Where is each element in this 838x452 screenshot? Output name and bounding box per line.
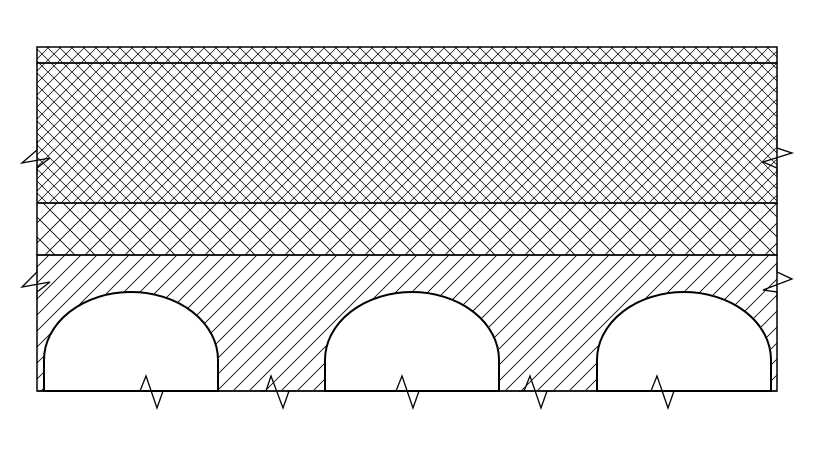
right-break-line-upper bbox=[761, 140, 795, 175]
upper-layer bbox=[36, 62, 778, 204]
void-center bbox=[324, 291, 500, 392]
right-break-line-lower bbox=[762, 266, 794, 300]
bottom-break-line-1 bbox=[130, 374, 172, 410]
top-band-layer bbox=[36, 46, 778, 64]
left-break-line-lower bbox=[20, 265, 51, 300]
void-right bbox=[596, 291, 772, 392]
bottom-break-line-5 bbox=[645, 374, 683, 410]
void-left bbox=[43, 291, 219, 392]
bottom-break-line-4 bbox=[518, 374, 556, 410]
bottom-break-line-2 bbox=[260, 374, 296, 410]
bottom-break-line-3 bbox=[390, 374, 428, 410]
middle-layer bbox=[36, 202, 778, 256]
left-break-line-upper bbox=[19, 140, 51, 175]
